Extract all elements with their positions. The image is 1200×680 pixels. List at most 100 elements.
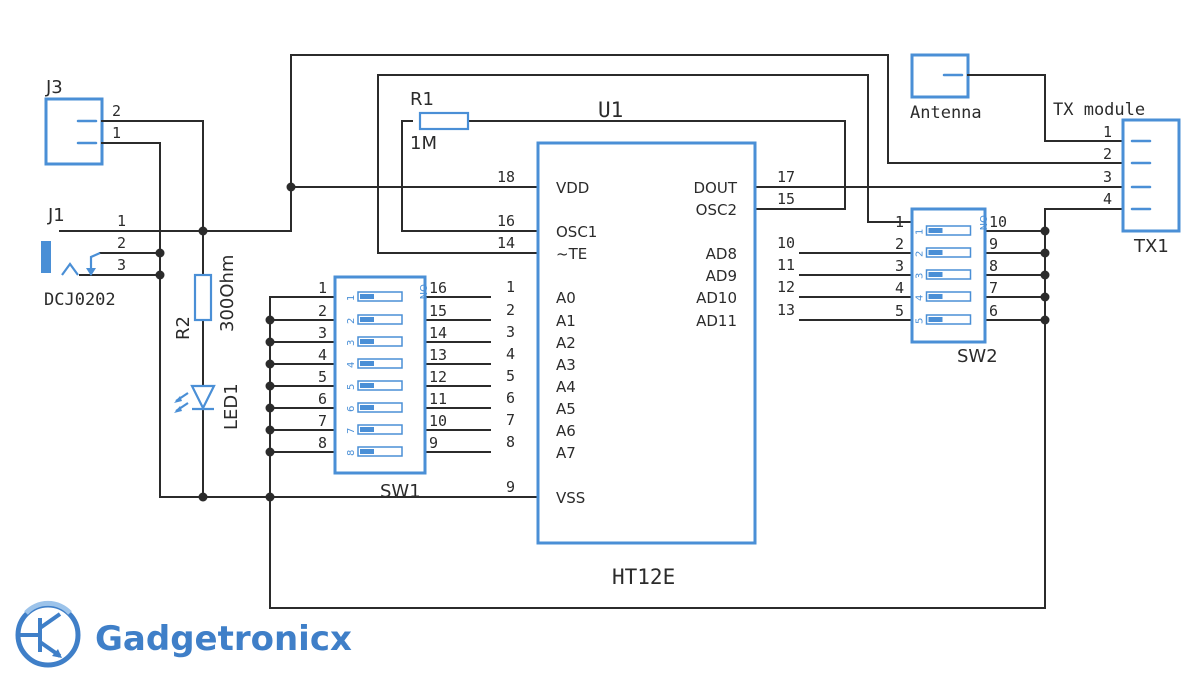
ic-pin-name: A2 [556, 334, 576, 352]
junction-dot [155, 270, 165, 280]
dip-pin-number: 2 [318, 302, 327, 320]
dip-pin-number: 6 [318, 390, 327, 408]
dip-pin-number: 7 [989, 279, 998, 297]
dip-switch-number: 5 [915, 318, 926, 324]
ic-pin-name: A1 [556, 312, 576, 330]
ic-pin-number: 12 [777, 278, 795, 296]
logo-text: Gadgetronicx [95, 619, 352, 659]
junction-dot [265, 447, 275, 457]
dip-pin-number: 1 [895, 213, 904, 231]
dip-switch-slot[interactable] [925, 225, 972, 236]
wire-j3-pin1 [129, 142, 161, 498]
connector-j3-pin-num: 1 [112, 124, 121, 142]
ic-pin-number: 3 [506, 323, 515, 341]
dip-switch-slot[interactable] [357, 446, 403, 457]
dip-switch-knob [360, 449, 374, 454]
wires [59, 54, 1124, 609]
tx-module-label: TX module [1053, 100, 1145, 120]
ic-pin-number: 1 [506, 278, 515, 296]
dip-switch-slot[interactable] [357, 424, 403, 435]
tx-module-ref: TX1 [1133, 236, 1169, 257]
tx-module-body [1121, 118, 1181, 233]
dip-switch-number: 7 [346, 428, 357, 434]
ic-pin-name: A6 [556, 422, 576, 440]
antenna: Antenna [910, 53, 1046, 123]
ic-left-pins: 18VDD16OSC114~TE1A02A13A24A35A46A57A68A7… [497, 168, 597, 507]
led-ref: LED1 [221, 383, 242, 430]
dip-switch-number: 3 [346, 340, 357, 346]
wire-tx4-gnd [1044, 208, 1124, 321]
dip-switch-number: 6 [346, 406, 357, 412]
antenna-label: Antenna [910, 103, 982, 123]
ic-pin-name: ~TE [556, 245, 587, 263]
junction-dot [155, 248, 165, 258]
junction-dot [286, 182, 296, 192]
ic-pin-number: 18 [497, 168, 515, 186]
dip-pin-number: 3 [318, 324, 327, 342]
dc-jack-arrow-icon [86, 268, 96, 276]
dip-switch-knob [360, 383, 374, 388]
dip-pin-number: 13 [429, 346, 447, 364]
tx-module-pin-num: 2 [1103, 145, 1112, 163]
dip-switch-knob [360, 317, 374, 322]
dip-pin-number: 11 [429, 390, 447, 408]
ic-pin-number: 5 [506, 367, 515, 385]
connector-j3-body [44, 97, 104, 166]
dip-switch-slot[interactable] [357, 314, 403, 325]
dip-switch-number: 5 [346, 384, 357, 390]
connector-j3-ref: J3 [45, 77, 63, 98]
resistor-r1-value: 1M [410, 133, 437, 154]
dip-switch-slot[interactable] [925, 314, 972, 325]
ic-u1: U1 HT12E 18VDD16OSC114~TE1A02A13A24A35A4… [497, 98, 795, 589]
dip-switch-number: 1 [915, 229, 926, 235]
dip-pin-number: 9 [989, 235, 998, 253]
dip-switch-slot[interactable] [357, 336, 403, 347]
connector-j1-pin-num: 2 [117, 234, 126, 252]
dip-switch-number: 4 [346, 362, 357, 368]
dip-switch-slot[interactable] [357, 402, 403, 413]
ic-pin-number: 10 [777, 234, 795, 252]
dip-pin-number: 10 [429, 412, 447, 430]
dip-switch-slot[interactable] [925, 247, 972, 258]
dip-switch-number: 1 [346, 295, 357, 301]
dip-switch-knob [928, 228, 943, 233]
tx-module-pin-num: 3 [1103, 168, 1112, 186]
ic-pin-name: A4 [556, 378, 576, 396]
dip-switch-slot[interactable] [357, 358, 403, 369]
dc-jack-barrel [41, 241, 51, 273]
resistor-r1-ref: R1 [410, 89, 434, 110]
tx-module-pin-num: 1 [1103, 123, 1112, 141]
dip-switch-slot[interactable] [925, 269, 972, 280]
dip-switch-knob [928, 317, 943, 322]
resistor-r1: R1 1M [410, 89, 470, 154]
connector-j3: J3 2 1 [44, 77, 131, 166]
ic-pin-number: 14 [497, 234, 515, 252]
ic-part: HT12E [612, 565, 675, 589]
connector-j1-pin-num: 3 [117, 256, 126, 274]
junction-dot [265, 425, 275, 435]
dip-pin-number: 14 [429, 324, 447, 342]
ic-pin-name: VSS [556, 489, 585, 507]
dip-switch-slot[interactable] [925, 291, 972, 302]
dip-switch-number: 8 [346, 450, 357, 456]
dc-jack-contact [61, 262, 79, 276]
junction-dot [265, 315, 275, 325]
dip-switch-slot[interactable] [357, 380, 403, 391]
dip-switch-sw2-ref: SW2 [957, 346, 998, 367]
dip-switch-knob [360, 361, 374, 366]
led-light-arrows-icon [174, 392, 189, 413]
ic-pin-number: 9 [506, 478, 515, 496]
dip-switch-slot[interactable] [357, 291, 403, 302]
junction-dot [265, 337, 275, 347]
resistor-r2-value: 300Ohm [217, 255, 238, 332]
dip-pin-number: 2 [895, 235, 904, 253]
dip-switch-knob [928, 294, 943, 299]
connector-j1-part: DCJ0202 [44, 290, 116, 310]
led-triangle [190, 384, 216, 411]
resistor-r2-body [193, 273, 213, 322]
dip-pin-number: 10 [989, 213, 1007, 231]
dip-pin-number: 6 [989, 302, 998, 320]
